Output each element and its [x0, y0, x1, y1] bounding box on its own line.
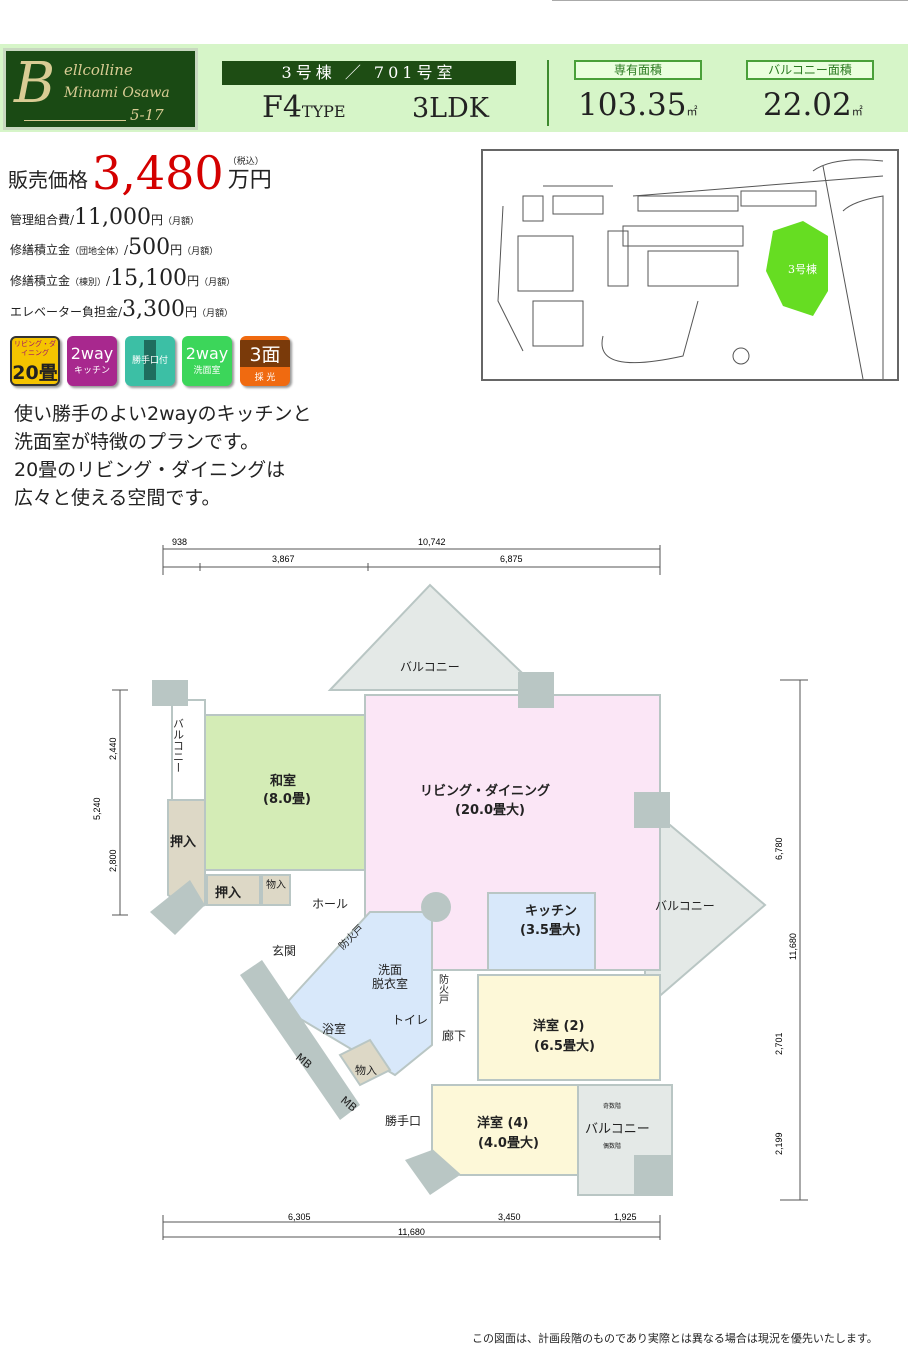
logo-rule	[24, 120, 126, 121]
label-washitsu-size: (8.0畳)	[263, 792, 311, 807]
layout: 3LDK	[412, 93, 489, 124]
balcony-area-value: 22.02	[763, 87, 852, 123]
kitchen	[487, 892, 596, 971]
top-rule	[552, 0, 908, 1]
exclusive-area-value: 103.35	[578, 87, 687, 123]
label-senmen: 洗面	[378, 963, 402, 977]
dim-bottom-1: 3,450	[498, 1212, 521, 1222]
label-genkan: 玄関	[272, 943, 296, 958]
label-toilet: トイレ	[392, 1013, 428, 1027]
label-service-door: 勝手口	[385, 1113, 421, 1128]
exclusive-area-label: 専有面積	[574, 60, 702, 80]
fee-repair-building: 修繕積立金（棟別）/15,100円（月額）	[10, 266, 236, 291]
label-yoshitsu-4: 洋室 (4)	[477, 1115, 528, 1131]
price-value: 3,480	[92, 146, 224, 200]
label-even-floor: 偶数階	[603, 1142, 621, 1150]
exclusive-area: 103.35㎡	[578, 87, 697, 123]
label-oshiire-1: 押入	[170, 834, 196, 850]
divider	[547, 60, 549, 126]
tax-note: （税込）	[227, 157, 264, 167]
balcony-area: 22.02㎡	[763, 87, 863, 123]
badge-3-sides-light: 3面採 光	[240, 336, 290, 386]
area-unit: ㎡	[686, 105, 698, 118]
type-suffix: TYPE	[301, 102, 346, 121]
dim-left-1: 5,240	[92, 797, 102, 820]
badge-service-door: 勝手口付	[125, 336, 175, 386]
price-label: 販売価格	[8, 168, 88, 192]
site-map-drawing: 3号棟	[497, 159, 884, 380]
label-corridor: 廊下	[442, 1028, 466, 1043]
yoshitsu-4	[431, 1084, 579, 1176]
label-ld: リビング・ダイニング	[420, 783, 550, 799]
floor-plan: 938 10,742 3,867 6,875 2,440 5,240 2,800 6…	[92, 537, 808, 1240]
fee-elevator: エレベーター負担金/3,300円（月額）	[10, 297, 234, 322]
unit-number: 3号棟 ／ 701号室	[222, 61, 516, 85]
monoire-1	[261, 874, 291, 906]
label-yoshitsu-2: 洋室 (2)	[533, 1018, 584, 1034]
price-unit: 万円	[227, 168, 272, 193]
type-code: F4	[262, 90, 302, 125]
label-firedoor-2: 防火戸	[437, 973, 449, 1005]
walls	[150, 672, 672, 1195]
dimension-lines	[112, 545, 808, 1240]
dim-left-0: 2,440	[108, 737, 118, 760]
logo-line1: ellcolline	[64, 61, 133, 79]
label-bath: 浴室	[322, 1021, 346, 1036]
site-map: 3号棟	[481, 149, 899, 381]
oshiire-2	[206, 874, 261, 906]
description: 使い勝手のよい2wayのキッチンと洗面室が特徴のプランです。20畳のリビング・ダ…	[14, 403, 312, 509]
building-3-highlight	[766, 221, 828, 316]
disclaimer: この図面は、計画段階のものであり実際とは異なる場合は現況を優先いたします。	[472, 1332, 878, 1345]
label-hall: ホール	[312, 897, 348, 911]
label-balcony-bottom: バルコニー	[585, 1122, 650, 1137]
area-unit: ㎡	[851, 105, 863, 118]
label-monoire-1: 物入	[266, 878, 286, 891]
plan-type: F4TYPE	[262, 90, 346, 125]
price-suffix: （税込） 万円	[228, 157, 272, 194]
label-washitsu: 和室	[270, 773, 296, 789]
logo-line3: 5-17	[130, 106, 164, 124]
label-balcony-right: バルコニー	[655, 899, 715, 913]
logo-line2: Minami Osawa	[64, 85, 170, 101]
dim-right-2: 2,701	[774, 1032, 784, 1055]
dim-left-2: 2,800	[108, 849, 118, 872]
dim-top-3: 6,875	[500, 554, 523, 564]
label-kitchen: キッチン	[525, 904, 577, 919]
dim-top-1: 10,742	[418, 537, 446, 547]
label-balcony-left: バルコニー	[172, 718, 185, 773]
label-monoire-2: 物入	[355, 1063, 377, 1077]
label-balcony-top: バルコニー	[400, 660, 460, 674]
bath-wash-toilet	[280, 911, 433, 1077]
yoshitsu-2	[477, 974, 661, 1081]
label-kitchen-size: (3.5畳大)	[520, 922, 581, 938]
fee-management: 管理組合費/11,000円（月額）	[10, 205, 200, 230]
washitsu	[204, 714, 366, 871]
label-yoshitsu-4-size: (4.0畳大)	[478, 1135, 539, 1151]
balcony-top	[327, 583, 543, 691]
balcony-area-label: バルコニー面積	[746, 60, 874, 80]
logo: B ellcolline Minami Osawa 5-17	[3, 48, 198, 130]
label-oshiire-2: 押入	[215, 885, 241, 901]
dim-top-2: 3,867	[272, 554, 295, 564]
dim-right-0: 6,780	[774, 837, 784, 860]
dim-bottom-2: 1,925	[614, 1212, 637, 1222]
dim-bottom-0: 6,305	[288, 1212, 311, 1222]
dim-top-0: 938	[172, 537, 187, 547]
dim-right-1: 11,680	[788, 933, 798, 960]
price: 販売価格 3,480 （税込） 万円	[8, 146, 272, 200]
building-3-label: 3号棟	[788, 262, 817, 276]
monoire-2	[338, 1038, 392, 1087]
logo-letter: B	[14, 51, 56, 116]
label-ld-size: (20.0畳大)	[455, 802, 525, 818]
label-yoshitsu-2-size: (6.5畳大)	[534, 1038, 595, 1054]
label-odd-floor: 奇数階	[603, 1102, 621, 1110]
label-datsui: 脱衣室	[372, 976, 408, 991]
dim-right-3: 2,199	[774, 1132, 784, 1155]
dim-bottom-3: 11,680	[398, 1227, 425, 1237]
fee-repair-complex: 修繕積立金（団地全体）/500円（月額）	[10, 235, 219, 260]
